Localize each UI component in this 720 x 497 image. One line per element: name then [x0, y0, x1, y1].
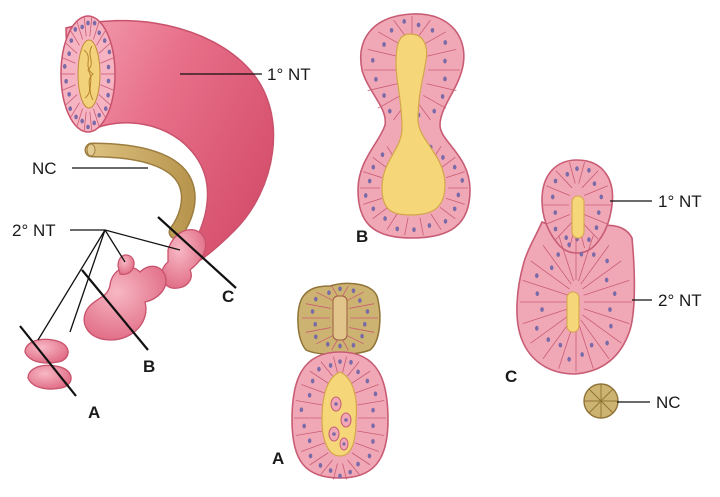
label-notochord: NC [32, 159, 57, 178]
notochord-rod [87, 144, 188, 232]
label-cut-c: C [222, 287, 234, 306]
label-panel-c-primary-nt: 1° NT [658, 192, 702, 211]
label-cut-b: B [143, 357, 155, 376]
section-c-merged-tubes [517, 160, 634, 374]
label-cut-a: A [88, 403, 100, 422]
label-panel-c: C [505, 367, 517, 386]
label-panel-b: B [356, 227, 368, 246]
section-b-dumbbell [358, 14, 470, 238]
section-a-notochord-block [298, 283, 380, 354]
label-panel-c-secondary-nt: 2° NT [658, 291, 702, 310]
label-primary-nt: 1° NT [267, 65, 311, 84]
label-panel-a: A [272, 449, 284, 468]
label-secondary-nt: 2° NT [12, 221, 56, 240]
section-a-neural-tube [292, 352, 388, 479]
section-c-notochord [584, 384, 618, 418]
label-panel-c-notochord: NC [656, 393, 681, 412]
